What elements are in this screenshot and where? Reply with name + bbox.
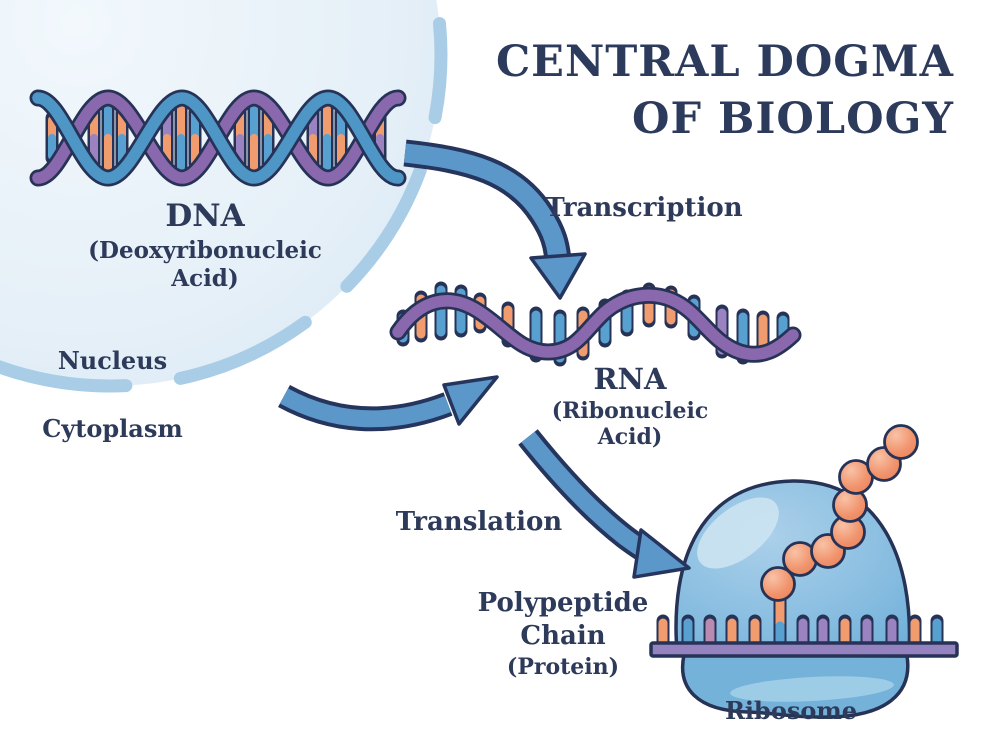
polypeptide-sub: (Protein) [506, 654, 620, 680]
transcription-label: Transcription [545, 193, 743, 223]
nucleus-fill [0, 0, 441, 386]
polypeptide-line-1: Polypeptide [477, 588, 649, 618]
polypeptide-label: Polypeptide Chain (Protein) [463, 587, 663, 682]
rna-label: RNA (Ribonucleic Acid) [530, 362, 730, 451]
nuclear-membrane-dashed-border [0, 0, 448, 393]
ribosome-label: Ribosome [724, 696, 858, 725]
polypeptide-chain-beads [760, 424, 919, 602]
rna-strand-illustration [389, 281, 802, 367]
rna-abbr: RNA [593, 362, 667, 396]
cytoplasm-label: Cytoplasm [42, 414, 183, 443]
nuclear-export-arrow [278, 375, 499, 432]
ribosome-highlight [697, 497, 779, 569]
dna-label: DNA (Deoxyribonucleic Acid) [55, 198, 355, 292]
page-title: CENTRAL DOGMA OF BIOLOGY [496, 34, 954, 148]
title-line-2: OF BIOLOGY [632, 93, 954, 144]
title-line-1: CENTRAL DOGMA [495, 37, 954, 87]
nucleus-region [0, 0, 448, 393]
mrna-bar [649, 641, 959, 658]
ribosome-small-subunit-highlight [730, 676, 894, 702]
ribosome-illustration [649, 479, 959, 719]
translation-arrow [518, 429, 691, 579]
dna-abbr: DNA [165, 198, 245, 234]
rna-full-name: (Ribonucleic Acid) [551, 397, 709, 451]
dna-helix-illustration [29, 89, 407, 187]
dna-strand-blue [32, 92, 404, 184]
translation-label: Translation [395, 507, 563, 537]
transcription-arrow [403, 139, 587, 300]
polypeptide-line-2: Chain [520, 620, 606, 651]
rna-backbone [392, 289, 799, 361]
dna-full-name: (Deoxyribonucleic Acid) [88, 237, 322, 292]
nucleus-label: Nucleus [57, 346, 168, 375]
